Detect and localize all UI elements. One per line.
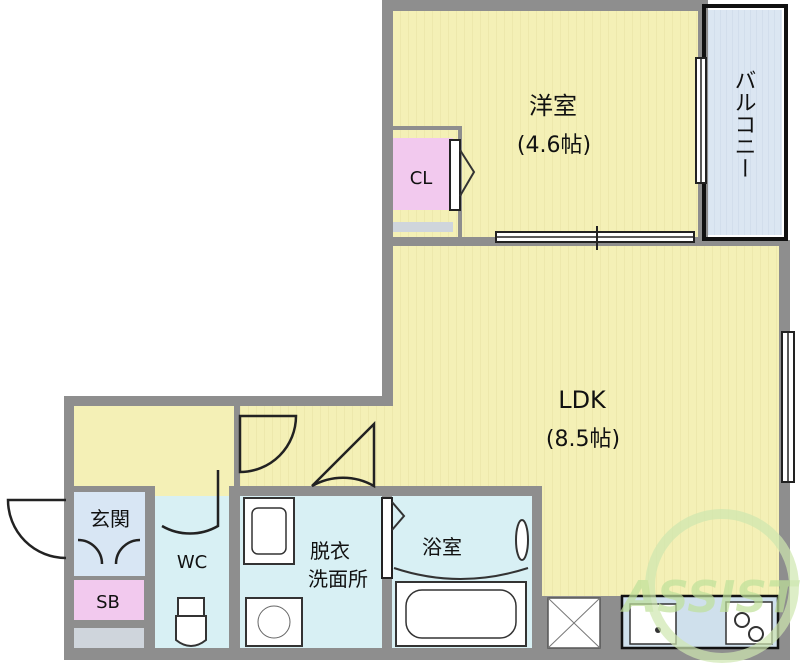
ldk-size: (8.5帖) xyxy=(546,427,620,452)
shoe-box-label: SB xyxy=(96,592,120,613)
shoe-box xyxy=(74,580,144,620)
bath-label: 浴室 xyxy=(422,535,462,559)
closet-shelf xyxy=(393,222,453,232)
shoe-box-doors[interactable] xyxy=(77,538,141,565)
washroom-label-line2: 洗面所 xyxy=(308,567,368,591)
entrance-door[interactable] xyxy=(6,498,67,560)
shower-icon xyxy=(515,519,529,561)
balcony-floor xyxy=(708,10,782,235)
washbasin xyxy=(243,497,295,565)
closet-door[interactable] xyxy=(449,139,476,211)
ldk-name: LDK xyxy=(558,386,607,414)
window-ldk[interactable] xyxy=(781,331,795,483)
watermark-logo: ASSIST xyxy=(620,509,800,663)
balcony-label: バルコニー xyxy=(731,69,756,179)
western-room-size: (4.6帖) xyxy=(517,133,591,158)
ldk-floor xyxy=(393,246,779,506)
washing-machine-pan xyxy=(245,597,303,647)
closet-label: CL xyxy=(410,168,433,189)
hall-door[interactable] xyxy=(238,414,298,474)
wc-label: WC xyxy=(177,552,207,573)
sliding-door-balcony[interactable] xyxy=(695,57,707,184)
wc-door[interactable] xyxy=(161,470,220,535)
bath-door[interactable] xyxy=(381,497,406,579)
bathtub xyxy=(395,581,527,647)
svg-text:ASSIST: ASSIST xyxy=(620,572,800,623)
western-room-name: 洋室 xyxy=(529,92,577,120)
sliding-door-western[interactable] xyxy=(495,226,695,250)
toilet xyxy=(175,597,207,647)
closet-floor xyxy=(393,138,453,210)
washroom-door[interactable] xyxy=(311,420,376,489)
bath-curve xyxy=(393,567,529,580)
stove xyxy=(725,601,773,645)
entrance-floor xyxy=(74,490,150,580)
entrance-label: 玄関 xyxy=(90,507,130,531)
washroom-label-line1: 脱衣 xyxy=(310,539,350,563)
